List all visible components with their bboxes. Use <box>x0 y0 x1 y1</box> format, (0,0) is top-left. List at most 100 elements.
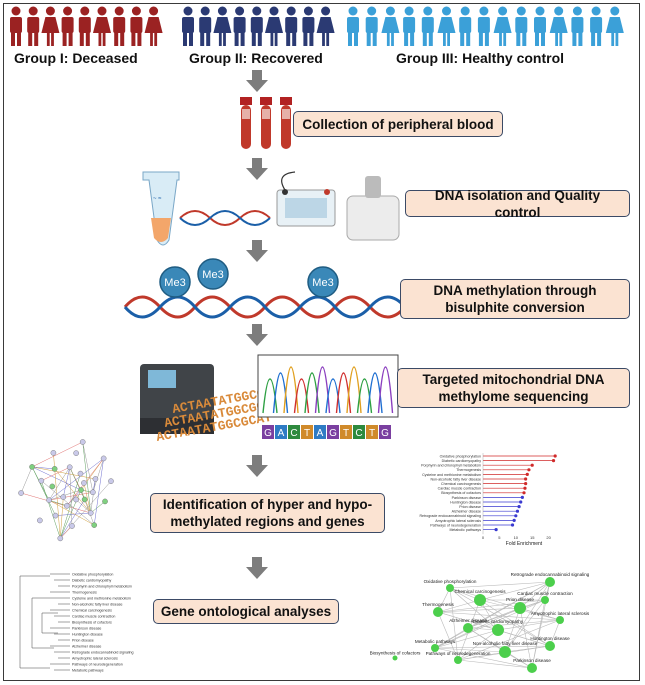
network-edge <box>31 466 82 491</box>
network-edge <box>60 480 112 539</box>
go-network-edge <box>519 607 561 621</box>
person-icon <box>27 6 40 46</box>
go-network-node <box>556 616 564 624</box>
network-edge <box>48 467 70 501</box>
enrichment-dot <box>514 514 518 518</box>
dendrogram-leaf-label: Alzheimer disease <box>72 645 101 649</box>
enrichment-dot <box>510 523 515 527</box>
enrichment-dot <box>524 482 528 486</box>
go-network-edge <box>434 627 469 649</box>
network-edge <box>32 466 96 480</box>
enrichment-term-label: Alzheimer disease <box>452 510 481 514</box>
go-network-edge <box>437 607 521 613</box>
sequence-letter: C <box>355 428 362 439</box>
network-edge <box>90 478 96 513</box>
go-network-edge <box>504 607 521 653</box>
enrichment-dot <box>523 486 527 490</box>
go-network-node <box>492 624 504 636</box>
go-network-label: Chemical carcinogenesis <box>454 589 506 594</box>
enrichment-term-label: Metabolic pathways <box>449 528 481 532</box>
sequence-letter: T <box>304 428 310 439</box>
sequence-letter: G <box>381 428 389 439</box>
go-network-edge <box>531 599 546 669</box>
enrichment-tick-label: 10 <box>514 535 519 540</box>
network-edge <box>90 501 106 514</box>
go-network-edge <box>457 651 506 661</box>
dendrogram-leaf-label: Non-alcoholic fatty liver disease <box>72 603 123 607</box>
sequence-letter: A <box>317 428 324 439</box>
enrichment-dot <box>512 518 516 522</box>
sequence-letter: T <box>343 428 349 439</box>
step-collection-blood: Collection of peripheral blood <box>293 111 503 137</box>
person-icon <box>534 6 546 46</box>
enrichment-term-label: Retrograde endocannabinoid signaling <box>419 514 481 518</box>
network-edge <box>63 467 70 498</box>
chromatogram-peak <box>377 366 394 414</box>
step-gene-ontology: Gene ontological analyses <box>153 599 339 624</box>
enrichment-term-label: Chemical carcinogenesis <box>441 482 481 486</box>
dendrogram-leaf-label: Porphyrin and chlorophyll metabolism <box>72 585 132 589</box>
network-edge <box>75 499 91 514</box>
person-icon <box>347 6 359 46</box>
sequence-letter: G <box>264 428 272 439</box>
network-node <box>29 464 35 470</box>
network-node <box>52 512 59 519</box>
methyl-tag: Me3 <box>312 277 333 289</box>
enrichment-tick-label: 20 <box>546 535 551 540</box>
network-edge <box>69 467 73 526</box>
go-network-edge <box>434 647 533 669</box>
go-network-edge <box>504 581 551 653</box>
network-edge <box>48 499 67 507</box>
person-icon <box>41 6 60 46</box>
network-node <box>46 497 52 503</box>
go-network-label: Retrograde endocannabinoid signaling <box>511 572 590 577</box>
network-node <box>18 490 24 496</box>
step-identification-hyper-hypo: Identification of hyper and hypo-methyla… <box>150 493 385 533</box>
network-edge <box>54 468 91 514</box>
go-network-edge <box>449 587 459 661</box>
go-network-edge <box>504 599 546 653</box>
down-arrow-icon <box>246 455 268 477</box>
down-arrow-icon <box>246 240 268 262</box>
enrichment-term-label: Parkinson disease <box>452 496 481 500</box>
network-node <box>64 503 70 509</box>
dendrogram-leaf-label: Cysteine and methionine metabolism <box>72 597 131 601</box>
go-network-label: Thermogenesis <box>422 602 454 607</box>
person-icon <box>78 6 91 46</box>
people-icons <box>10 6 624 46</box>
go-network-edge <box>497 629 551 647</box>
network-edge <box>20 466 33 494</box>
person-icon <box>93 6 111 46</box>
sequence-letter-box <box>327 425 339 439</box>
dendrogram-leaf-label: Retrograde endocannabinoid signaling <box>72 651 134 655</box>
go-network-edge <box>434 647 506 653</box>
person-icon <box>302 6 315 46</box>
network-edge <box>60 497 64 539</box>
go-network-label: Diabetic cardiomyopathy <box>473 619 524 624</box>
network-node <box>73 450 79 456</box>
person-icon <box>549 6 568 46</box>
go-network-edge <box>437 599 481 613</box>
group-label-deceased: Group I: Deceased <box>14 50 138 66</box>
network-edge <box>41 467 70 481</box>
person-icon <box>199 6 212 46</box>
person-icon <box>182 6 194 46</box>
go-network-label: Amyotrophic lateral sclerosis <box>531 611 590 616</box>
enrichment-dot <box>515 509 520 513</box>
enrichment-term-label: Prion disease <box>459 505 481 509</box>
person-icon <box>459 6 472 46</box>
person-icon <box>421 6 434 46</box>
sequence-letter: G <box>329 428 337 439</box>
go-network-label: Prion disease <box>506 597 534 602</box>
person-icon <box>250 6 263 46</box>
step-sequencing: Targeted mitochondrial DNA methylome seq… <box>397 368 630 408</box>
go-network-edge <box>434 599 546 649</box>
step-methylation-bisulphite: DNA methylation through bisulphite conve… <box>400 279 630 319</box>
go-network-edge <box>434 607 521 649</box>
dendrogram-leaf-label: Biosynthesis of cofactors <box>72 621 112 625</box>
go-network-node <box>454 656 462 664</box>
go-network-node <box>463 623 473 633</box>
enrichment-dot <box>551 459 556 463</box>
network-edge <box>60 499 85 539</box>
